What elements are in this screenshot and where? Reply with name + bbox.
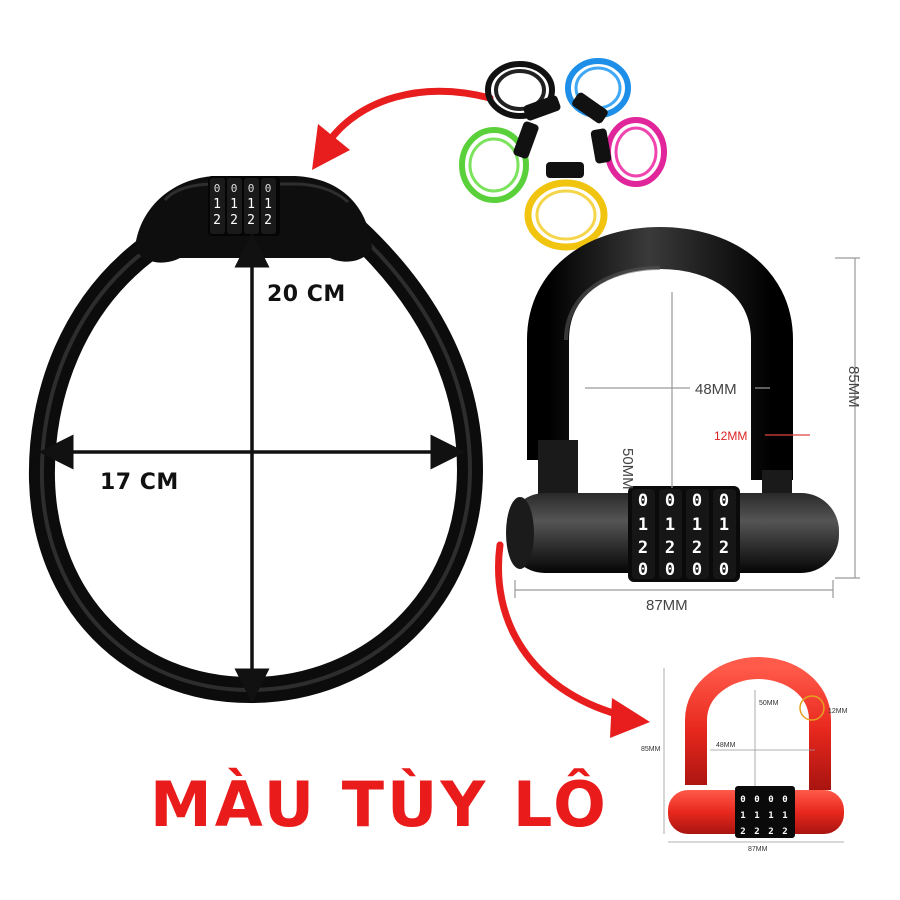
cable-ring-yellow [524,179,608,251]
dial-wheel [210,178,225,234]
dial-digit: 0 [665,560,675,580]
dial-digit: 0 [719,560,729,580]
u-lock-inner-height-label: 50MM [619,448,636,490]
dial-digit: 1 [638,515,648,535]
u-lock-body-width-label: 87MM [646,597,688,614]
dial-digit: 1 [264,197,272,212]
u-lock-dimension-lines [514,257,860,598]
color-variants [459,58,667,251]
cable-ring-pink [605,117,667,187]
dial-digit: 0 [768,795,773,805]
dial-digit: 1 [768,811,773,821]
dial-digit: 0 [740,795,745,805]
dial-digit: 1 [782,811,787,821]
dial-digit: 2 [768,827,773,837]
dial-digit: 2 [213,213,221,228]
dial-digit: 0 [719,491,729,511]
dial-digit: 1 [719,515,729,535]
dial-digit: 2 [754,827,759,837]
dial-digit: 1 [213,197,221,212]
cable-lock-dials: 0 1 2 0 1 2 0 1 2 0 1 2 [208,176,280,236]
dial-wheel [244,178,259,234]
dial-digit: 1 [665,515,675,535]
u-lock-red: 0 0 0 0 1 1 1 1 2 2 2 2 [663,656,844,843]
u-lock-total-height-label: 85MM [845,366,862,408]
cable-height-label: 20 CM [267,282,346,307]
red-lock-height-label: 50MM [759,700,779,707]
dial-digit: 0 [665,491,675,511]
dial-digit: 1 [230,197,238,212]
red-lock-width-label: 48MM [716,742,736,749]
cable-ring-black [485,61,555,119]
dial-digit: 1 [754,811,759,821]
dial-digit: 0 [754,795,759,805]
dial-digit: 0 [265,182,272,195]
dial-wheel [227,178,242,234]
dial-digit: 2 [782,827,787,837]
red-lock-body-width-label: 87MM [748,846,768,853]
dial-digit: 1 [740,811,745,821]
red-lock-shackle-label: 12MM [828,708,848,715]
cable-dimension-arrows [38,232,466,704]
u-lock-black: 0 0 0 0 1 1 1 1 2 2 2 2 0 0 0 0 [506,226,839,582]
color-note-caption: MÀU TÙY LÔ [150,768,609,841]
dial-digit: 2 [719,538,729,558]
dial-digit: 0 [231,182,238,195]
cable-ring-green [459,127,529,203]
dial-digit: 2 [264,213,272,228]
dial-digit: 0 [214,182,221,195]
red-lock-total-height-label: 85MM [641,746,661,753]
dial-digit: 0 [692,491,702,511]
dial-digit: 2 [665,538,675,558]
u-lock-shackle-label: 12MM [714,429,748,443]
dial-digit: 2 [692,538,702,558]
dial-wheel [261,178,276,234]
dial-digit: 2 [230,213,238,228]
dial-digit: 1 [247,197,255,212]
dial-digit: 0 [782,795,787,805]
dial-digit: 0 [638,560,648,580]
dial-digit: 0 [248,182,255,195]
dial-digit: 2 [740,827,745,837]
dial-digit: 2 [638,538,648,558]
cable-lock [28,176,484,704]
dial-digit: 0 [638,491,648,511]
dial-digit: 0 [692,560,702,580]
red-arrow-top [312,87,494,170]
dial-digit: 1 [692,515,702,535]
cable-width-label: 17 CM [100,470,179,495]
u-lock-inner-width-label: 48MM [695,381,737,398]
red-arrow-bottom [495,541,650,738]
dial-digit: 2 [247,213,255,228]
